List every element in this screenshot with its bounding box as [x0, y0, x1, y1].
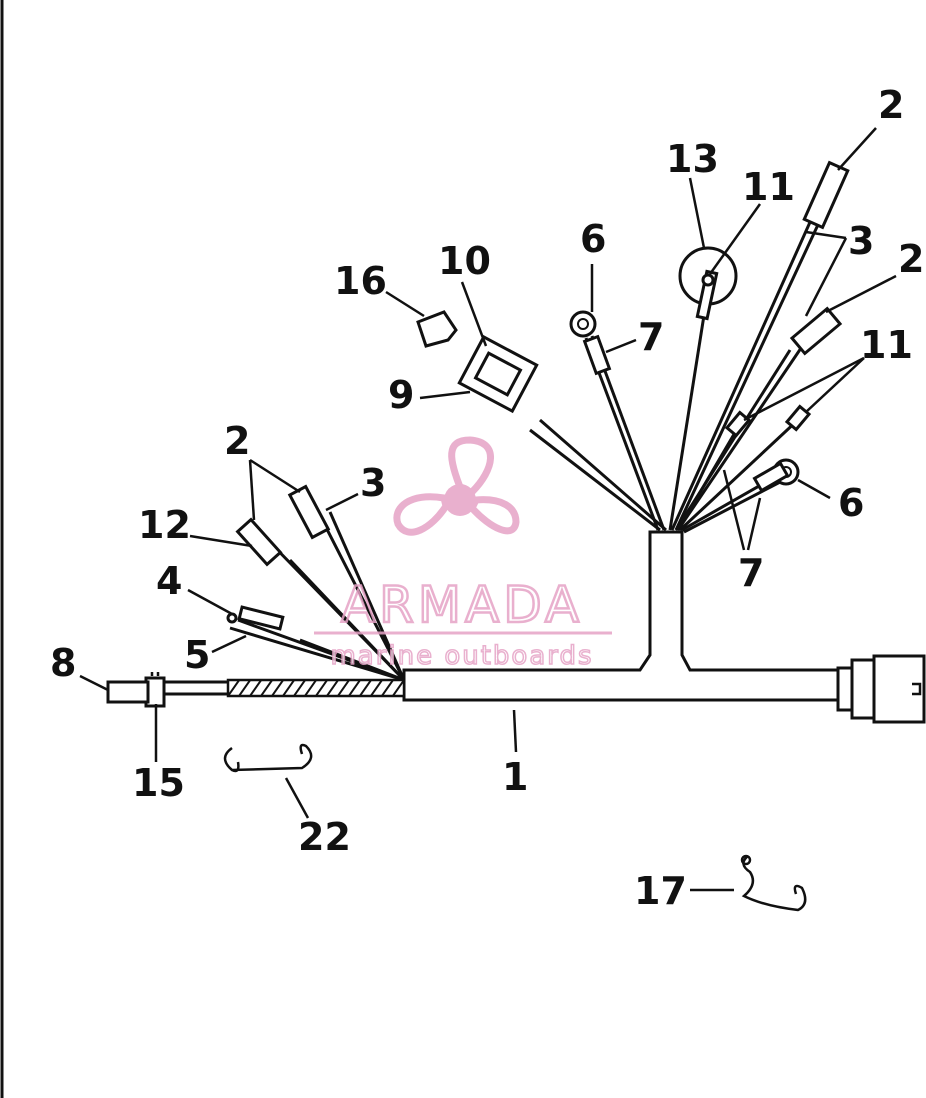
callout-11-right: 11 — [860, 323, 913, 367]
callout-3-top: 3 — [848, 219, 874, 263]
callout-3-left: 3 — [360, 461, 386, 505]
armada-watermark: ARMADA marine outboards — [314, 436, 612, 672]
callout-1: 1 — [502, 755, 528, 799]
left-lead — [106, 672, 406, 708]
upper-wire-bundle — [529, 181, 838, 534]
callout-7-bottom: 7 — [738, 551, 764, 595]
callout-5: 5 — [184, 633, 210, 677]
callout-numbers: 1 2 2 2 3 3 4 5 6 6 7 7 8 9 10 11 11 12 … — [50, 83, 924, 913]
clip-17 — [740, 854, 807, 912]
callout-10: 10 — [438, 239, 491, 283]
propeller-icon — [393, 436, 520, 536]
callout-17: 17 — [634, 869, 687, 913]
callout-4: 4 — [156, 559, 182, 603]
leader-lines — [79, 127, 897, 892]
main-connector — [836, 654, 926, 724]
clip-22 — [223, 743, 313, 773]
callout-13: 13 — [666, 137, 719, 181]
callout-6-top: 6 — [580, 217, 606, 261]
callout-22: 22 — [298, 815, 351, 859]
callout-15: 15 — [132, 761, 185, 805]
callout-7-top: 7 — [638, 315, 664, 359]
watermark-brand: ARMADA — [341, 576, 583, 634]
callout-2-right: 2 — [898, 237, 924, 281]
callout-8: 8 — [50, 641, 76, 685]
upper-connectors — [416, 160, 850, 493]
callout-6-right: 6 — [838, 481, 864, 525]
callout-9: 9 — [388, 373, 414, 417]
left-wire-bundle — [226, 484, 406, 682]
callout-16: 16 — [334, 259, 387, 303]
callout-2-top: 2 — [878, 83, 904, 127]
callout-11-top: 11 — [742, 165, 795, 209]
watermark-tagline: marine outboards — [330, 641, 593, 671]
main-harness-trunk — [402, 530, 850, 702]
callout-2-left: 2 — [224, 419, 250, 463]
callout-12: 12 — [138, 503, 191, 547]
